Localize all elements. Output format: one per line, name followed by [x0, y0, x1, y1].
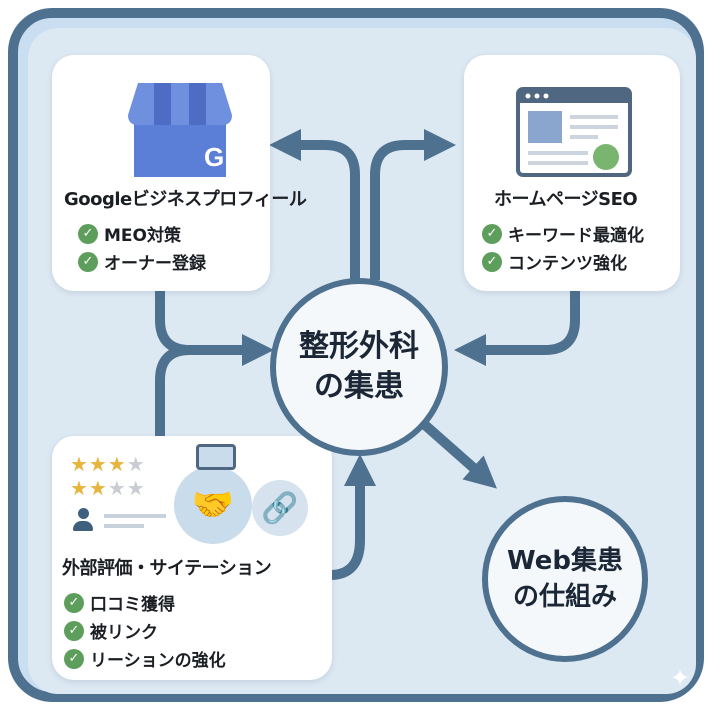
svg-text:G: G: [204, 142, 224, 172]
check-icon: ✓: [482, 223, 502, 244]
sparkle-icon: ✦: [670, 664, 691, 692]
hp-card-title: ホームページSEO: [494, 189, 638, 210]
center-node: 整形外科 の集患: [270, 278, 448, 456]
star-rating-icon: ★★★★ ★★★★: [70, 452, 146, 500]
check-icon: ✓: [64, 648, 84, 669]
center-line1: 整形外科: [299, 329, 419, 364]
list-item: ✓被リンク: [64, 618, 158, 643]
check-icon: ✓: [64, 620, 84, 641]
web-line2: の仕組み: [512, 582, 617, 612]
list-item: ✓リーションの強化: [64, 646, 226, 671]
webpage-icon: [516, 87, 632, 177]
check-icon: ✓: [64, 592, 84, 613]
external-card-title: 外部評価・サイテーション: [62, 558, 272, 579]
list-item: ✓オーナー登録: [78, 249, 206, 274]
google-card-title: Googleビジネスプロフィール: [64, 189, 307, 210]
list-item: ✓キーワード最適化: [482, 221, 644, 246]
check-icon: ✓: [78, 251, 98, 272]
list-item: ✓口コミ獲得: [64, 590, 175, 615]
review-lines: [104, 514, 166, 518]
list-item: ✓MEO対策: [78, 221, 181, 246]
list-item: ✓コンテンツ強化: [482, 249, 627, 274]
handshake-icon: 🤝: [174, 466, 252, 544]
arrow-external-to-center: [329, 453, 377, 580]
web-node: Web集患 の仕組み: [482, 496, 648, 662]
store-g-icon: G: [128, 83, 232, 177]
web-line1: Web集患: [507, 546, 623, 576]
google-business-card: G Googleビジネスプロフィール ✓MEO対策 ✓オーナー登録: [52, 55, 307, 291]
check-icon: ✓: [482, 251, 502, 272]
link-icon: 🔗: [252, 480, 308, 536]
line-external-up: [155, 345, 191, 440]
reviewer-icon: [72, 508, 94, 532]
homepage-seo-card: ホームページSEO ✓キーワード最適化 ✓コンテンツ強化: [464, 55, 680, 291]
external-reputation-card: ★★★★ ★★★★ 🤝 🔗 外部評価・サイテーション ✓口コミ獲得 ✓被リンク …: [52, 436, 332, 680]
chat-bubble-icon: [196, 444, 236, 470]
arrow-center-to-web: [421, 421, 497, 489]
arrow-hp-to-center: [453, 290, 580, 367]
arrow-to-google: [268, 128, 360, 280]
check-icon: ✓: [78, 223, 98, 244]
arrow-to-hp: [370, 128, 457, 280]
arrow-google-to-center: [155, 290, 275, 367]
center-line2: の集患: [314, 369, 404, 404]
review-lines: [104, 524, 144, 528]
